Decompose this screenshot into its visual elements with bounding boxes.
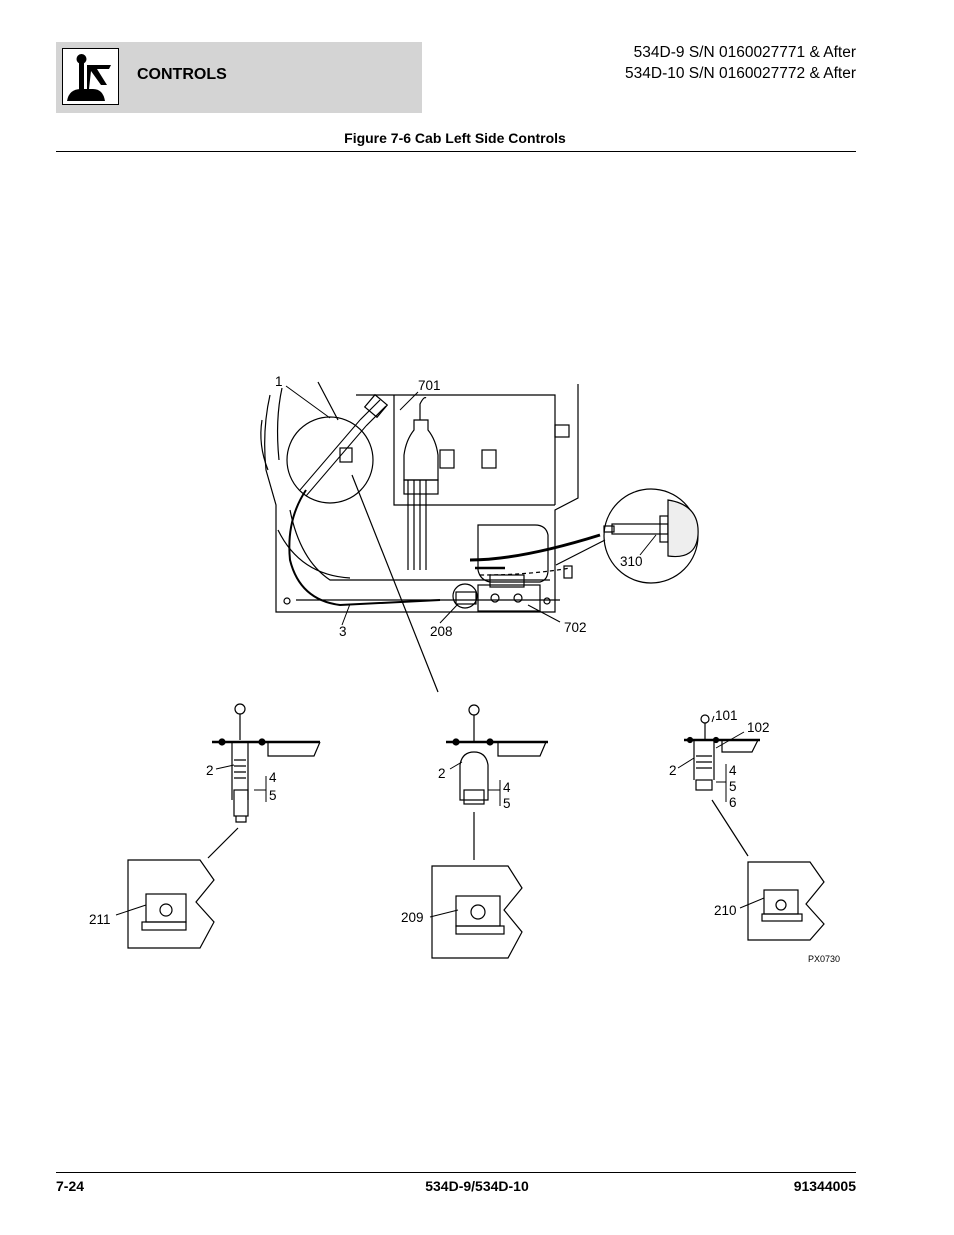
right-lever-detail <box>684 714 825 941</box>
left-lever-detail <box>127 703 321 949</box>
page-number: 7-24 <box>56 1178 85 1194</box>
callout-101: 101 <box>715 708 738 723</box>
callout-labels: 1 701 310 3 208 702 2 4 5 211 2 4 5 209 … <box>89 374 840 964</box>
serial-range-534d10: 534D-10 S/N 0160027772 & After <box>625 65 856 82</box>
callout-right-5: 5 <box>729 779 737 794</box>
callout-211: 211 <box>89 912 111 927</box>
callout-1: 1 <box>275 374 283 389</box>
callout-701: 701 <box>418 378 441 393</box>
callout-right-4: 4 <box>729 763 737 778</box>
callout-mid-4: 4 <box>503 780 511 795</box>
joystick-lever-icon <box>62 48 119 105</box>
middle-lever-detail <box>431 704 548 959</box>
callout-702: 702 <box>564 620 587 635</box>
section-title: CONTROLS <box>137 66 227 83</box>
callout-left-2: 2 <box>206 763 214 778</box>
callout-208: 208 <box>430 624 453 639</box>
cab-side-view <box>260 381 601 613</box>
callout-left-5: 5 <box>269 788 277 803</box>
detail-leader <box>351 474 439 693</box>
callout-209: 209 <box>401 910 424 925</box>
serial-range-534d9: 534D-9 S/N 0160027771 & After <box>633 44 856 61</box>
manual-part-number: 91344005 <box>793 1178 856 1194</box>
header-rule <box>56 151 856 152</box>
callout-210: 210 <box>714 903 737 918</box>
callout-right-6: 6 <box>729 795 737 810</box>
figure-title: Figure 7-6 Cab Left Side Controls <box>344 130 566 146</box>
callout-3: 3 <box>339 624 347 639</box>
callout-leaders <box>115 385 765 918</box>
callout-right-2: 2 <box>669 763 677 778</box>
callout-left-4: 4 <box>269 770 277 785</box>
footer-rule <box>56 1172 856 1173</box>
model-label: 534D-9/534D-10 <box>425 1178 529 1194</box>
image-code: PX0730 <box>808 954 840 964</box>
callout-mid-5: 5 <box>503 796 511 811</box>
detail-310-view <box>555 488 699 584</box>
callout-mid-2: 2 <box>438 766 446 781</box>
callout-102: 102 <box>747 720 770 735</box>
callout-310: 310 <box>620 554 643 569</box>
